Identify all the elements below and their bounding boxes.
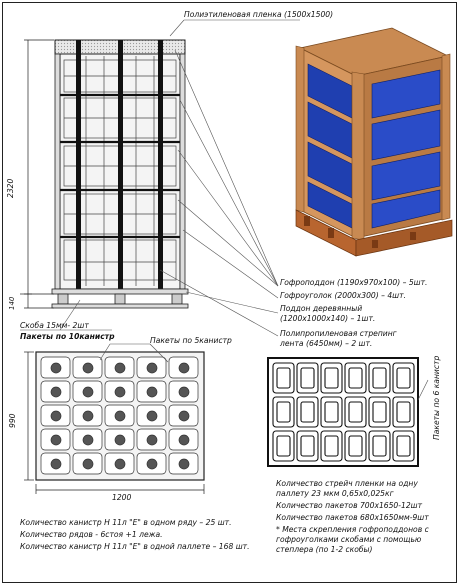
canister-neck: [82, 458, 94, 470]
canister-neck: [146, 362, 158, 374]
canister-cell-6: [296, 362, 319, 394]
dim-pallet: 140: [8, 296, 16, 310]
canister-inner-6: [300, 435, 315, 457]
canister-inner-6: [372, 401, 387, 423]
pakety5-label: Пакеты по 5канистр: [150, 336, 232, 345]
canister-cell-6: [296, 396, 319, 428]
note-right-1: Количество стрейч пленки на одну: [276, 479, 418, 488]
canister-neck: [178, 410, 190, 422]
dimension-lines: [20, 39, 54, 309]
poddon-label-2: (1200х1000х140) – 1шт.: [280, 314, 376, 323]
canister-neck: [178, 434, 190, 446]
plan-view-6: [267, 357, 429, 467]
skoba-label: Скоба 15мм- 2шт: [20, 321, 89, 330]
note-right-7: степлера (по 1-2 скобы): [276, 545, 373, 554]
canister-neck: [114, 386, 126, 398]
canister-inner-6: [348, 401, 363, 423]
canister-inner-6: [324, 367, 339, 389]
canister-neck: [82, 410, 94, 422]
canister-cell-6: [368, 396, 391, 428]
canister-neck: [114, 434, 126, 446]
canister-cell-6: [392, 362, 415, 394]
note-right-3: Количество пакетов 700х1650-12шт: [276, 501, 423, 510]
film-label: Полиэтиленовая пленка (1500х1500): [184, 10, 334, 19]
canister-cell-6: [296, 430, 319, 462]
canister-neck: [82, 386, 94, 398]
canister-cell-6: [368, 430, 391, 462]
note-right-6: гофроуголками скобами с помощью: [276, 535, 422, 544]
canister-cell-6: [320, 430, 343, 462]
strap-label-2: лента (6450мм) – 2 шт.: [280, 339, 373, 348]
canister-inner-6: [396, 367, 411, 389]
isometric-render: [295, 27, 453, 257]
canister-inner-6: [324, 401, 339, 423]
canister-neck: [178, 458, 190, 470]
canister-inner-6: [276, 401, 291, 423]
canister-neck: [82, 362, 94, 374]
strapping-bands: [76, 40, 163, 290]
canister-cell-6: [344, 430, 367, 462]
dim-height: 2320: [6, 178, 15, 198]
canister-neck: [114, 362, 126, 374]
canister-cell-6: [368, 362, 391, 394]
canister-neck: [146, 386, 158, 398]
canister-neck: [82, 434, 94, 446]
canister-cell-6: [344, 396, 367, 428]
canister-inner-6: [348, 367, 363, 389]
canisters-right: [371, 69, 441, 229]
canister-neck: [50, 386, 62, 398]
canister-neck: [50, 362, 62, 374]
note-left-1: Количество канистр Н 11л "Е" в одном ряд…: [20, 518, 232, 527]
canister-inner-6: [276, 435, 291, 457]
plan-view-10: [24, 343, 205, 494]
note-left-3: Количество канистр Н 11л "Е" в одной пал…: [20, 542, 250, 551]
canister-inner-6: [372, 435, 387, 457]
canister-cell-6: [392, 430, 415, 462]
gofrougolok-label: Гофроуголок (2000х300) – 4шт.: [280, 291, 406, 300]
note-left-2: Количество рядов - 6стоя +1 лежа.: [20, 530, 163, 539]
canister-inner-6: [300, 401, 315, 423]
canister-inner-6: [300, 367, 315, 389]
canister-cell-6: [272, 396, 295, 428]
canister-inner-6: [276, 367, 291, 389]
canister-inner-6: [324, 435, 339, 457]
canister-neck: [114, 410, 126, 422]
canister-cell-6: [272, 430, 295, 462]
front-elevation: [20, 19, 300, 337]
dim-width: 1200: [112, 493, 132, 502]
canister-neck: [114, 458, 126, 470]
canister-neck: [50, 434, 62, 446]
canister-inner-6: [372, 367, 387, 389]
canister-neck: [146, 458, 158, 470]
canister-neck: [50, 410, 62, 422]
canister-inner-6: [396, 435, 411, 457]
pakety6-label: Пакеты по 6 канистр: [432, 355, 441, 440]
leader-lines: [20, 19, 300, 337]
note-right-4: Количество пакетов 680х1650мм-9шт: [276, 513, 429, 522]
canister-inner-6: [396, 401, 411, 423]
canister-cell-6: [392, 396, 415, 428]
canister-neck: [146, 434, 158, 446]
canister-neck: [146, 410, 158, 422]
gofropoddon-label: Гофроподдон (1190х970х100) – 5шт.: [280, 278, 428, 287]
canister-cell-6: [344, 362, 367, 394]
canister-cell-6: [320, 396, 343, 428]
note-right-5: * Места скрепления гофроподдонов с: [276, 525, 429, 534]
canister-neck: [178, 386, 190, 398]
dim-depth: 990: [8, 413, 17, 429]
canister-cell-6: [272, 362, 295, 394]
strap-label-1: Полипропиленовая стрепинг: [280, 329, 397, 338]
canister-cell-6: [320, 362, 343, 394]
poddon-label-1: Поддон деревянный: [280, 304, 363, 313]
pallet-right: [355, 219, 453, 257]
canisters-left: [307, 63, 353, 229]
pallet-deck: [51, 288, 189, 295]
canister-neck: [50, 458, 62, 470]
canister-inner-6: [348, 435, 363, 457]
pakety10-label: Пакеты по 10канистр: [20, 332, 115, 341]
note-right-2: паллету 23 мкм 0,65х0,025кг: [276, 489, 394, 498]
canister-neck: [178, 362, 190, 374]
